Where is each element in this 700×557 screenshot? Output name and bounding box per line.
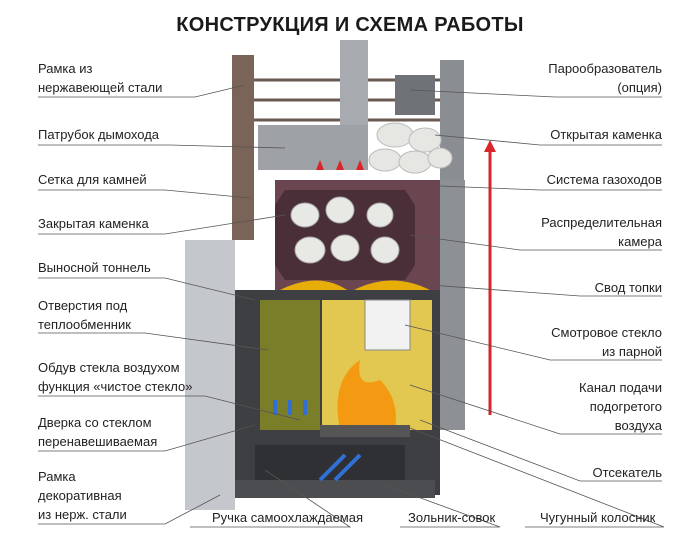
label-handle: Ручка самоохлаждаемая — [212, 510, 364, 525]
label-chimney-pipe: Патрубок дымохода — [38, 127, 160, 142]
stainless-frame-left — [232, 55, 254, 240]
page-title: КОНСТРУКЦИЯ И СХЕМА РАБОТЫ — [176, 14, 524, 36]
label-remote-tunnel: Выносной тоннель — [38, 260, 151, 275]
fire-flame — [337, 360, 396, 430]
ash-pan — [255, 445, 405, 480]
leader-lines — [38, 84, 665, 528]
view-glass — [364, 299, 411, 351]
label-cutoff: Отсекатель — [592, 465, 662, 480]
closed-stones — [290, 196, 400, 264]
base — [235, 480, 435, 498]
steam-generator — [395, 75, 435, 115]
label-firebox-arch: Свод топки — [594, 280, 662, 295]
side-panel — [440, 180, 465, 430]
label-steam-generator: Парообразователь(опция) — [548, 61, 662, 95]
label-stone-mesh: Сетка для камней — [38, 172, 147, 187]
cast-iron-grate — [320, 425, 410, 437]
label-grate: Чугунный колосник — [540, 510, 656, 525]
decorative-frame — [185, 240, 235, 510]
open-stones — [368, 122, 453, 174]
label-ash-pan: Зольник-совок — [408, 510, 496, 525]
label-open-stones: Открытая каменка — [550, 127, 662, 142]
label-flue-system: Система газоходов — [546, 172, 662, 187]
label-closed-stones: Закрытая каменка — [38, 216, 149, 231]
